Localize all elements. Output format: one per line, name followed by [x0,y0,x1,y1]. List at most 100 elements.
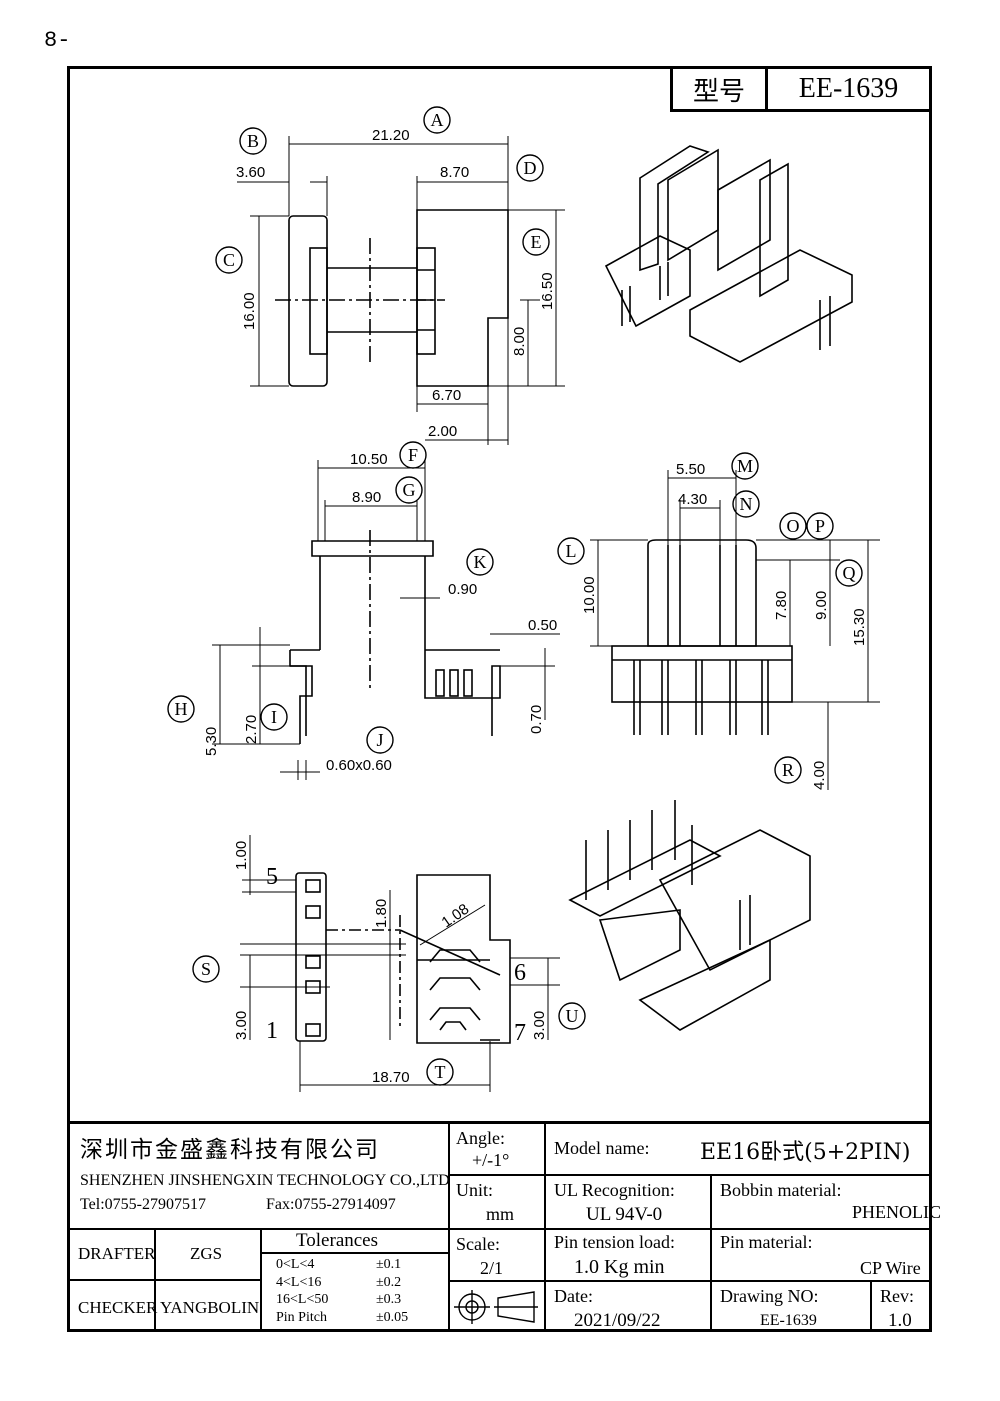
company-tel: Tel:0755-27907517 [80,1196,206,1213]
dim-s4: 3.00 [233,1011,250,1040]
dim-q2: 9.00 [813,591,830,620]
dim-g2: 8.90 [352,489,381,506]
dim-f2: 2.00 [428,423,457,440]
unit-value: mm [486,1204,515,1224]
callout-letter-u: U [566,1006,579,1026]
dim-g1: 10.50 [350,451,388,468]
pin-number-6: 6 [514,960,526,986]
callout-letter-h: H [175,699,188,719]
company-name-en: SHENZHEN JINSHENGXIN TECHNOLOGY CO.,LTD [80,1172,450,1189]
callout-letter-r: R [782,760,794,780]
dim-j: 0.60x0.60 [326,757,392,774]
callout-circle [395,476,423,504]
revision-label: Rev: [880,1286,914,1306]
callout-circle [192,955,220,983]
bobbin-material-label: Bobbin material: [720,1180,842,1200]
scale-value: 2/1 [480,1258,504,1278]
front-view [289,530,501,744]
model-type-box: 型号 EE-1639 [670,66,932,112]
company-fax: Fax:0755-27914097 [266,1196,396,1213]
isometric-view-top [604,145,853,363]
revision-value: 1.0 [888,1310,912,1331]
pin-material-value: CP Wire [860,1258,921,1278]
callout-letter-o: O [787,516,800,536]
pin-material-label: Pin material: [720,1232,813,1252]
title-block: 深圳市金盛鑫科技有限公司 SHENZHEN JINSHENGXIN TECHNO… [67,1121,941,1332]
callout-circle [426,1058,454,1086]
dim-m: 5.50 [676,461,705,478]
callout-circle [167,695,195,723]
divider [710,1174,712,1332]
divider [70,1279,260,1281]
dim-e: 16.50 [539,272,556,310]
tolerance-range: 4<L<16 [276,1274,322,1290]
callout-letter-g: G [403,480,416,500]
tolerance-value: ±0.3 [376,1292,402,1307]
date-value: 2021/09/22 [574,1310,661,1331]
type-value: EE-1639 [798,73,899,104]
dim-e2: 8.00 [511,327,528,356]
callout-letter-s: S [201,959,211,979]
callout-letter-m: M [737,456,753,476]
pin-number-1: 1 [266,1018,278,1044]
dim-l: 10.00 [581,576,598,614]
callout-circle [558,1002,586,1030]
dim-p: 0.50 [528,617,557,634]
callout-letter-e: E [531,232,542,252]
callout-letter-d: D [524,158,537,178]
callout-circle [239,127,267,155]
dim-f1: 6.70 [432,387,461,404]
type-label: 型号 [673,69,768,109]
callout-circle [522,228,550,256]
side-view [611,539,793,735]
callout-letter-f: F [408,445,418,465]
callout-circle [366,726,394,754]
divider [260,1252,448,1254]
callout-circle [774,756,802,784]
model-name-value: EE16卧式(5+2PIN) [700,1140,911,1165]
tolerance-values: ±0.1 ±0.2 ±0.3 ±0.05 [376,1256,408,1326]
tolerance-ranges: 0<L<4 4<L<16 16<L<50 Pin Pitch [276,1256,328,1326]
callout-letter-n: N [740,494,753,514]
dim-t: 18.70 [372,1069,410,1086]
callout-circle [399,441,427,469]
callout-letter-i: I [271,707,277,727]
pin-tension-label: Pin tension load: [554,1232,675,1252]
tolerance-value: ±0.1 [376,1257,402,1272]
dim-i: 2.70 [243,715,260,744]
divider [154,1228,156,1332]
page-number: 8- [44,28,71,53]
model-name-label: Model name: [554,1138,650,1158]
ul-recognition-value: UL 94V-0 [586,1204,663,1225]
dim-d: 8.70 [440,164,469,181]
tolerance-range: 16<L<50 [276,1292,329,1307]
callout-letter-l: L [566,541,577,561]
divider [70,1228,932,1230]
callout-circle [215,246,243,274]
callout-letter-q: Q [843,563,856,583]
drafter-label: DRAFTER [78,1244,156,1263]
isometric-view-bottom [568,800,811,1031]
callout-circle [732,490,760,518]
dim-a: 21.20 [372,127,410,144]
bobbin-material-value: PHENOLIC [852,1202,941,1222]
dim-c: 16.00 [241,292,258,330]
checker-value: YANGBOLIN [160,1298,260,1317]
callout-circle [779,512,807,540]
dim-q1: 7.80 [773,591,790,620]
pin-tension-value: 1.0 Kg min [574,1256,665,1278]
divider [448,1280,932,1282]
scale-label: Scale: [456,1234,500,1254]
callout-letter-c: C [223,250,235,270]
callout-circle [423,106,451,134]
callout-letter-p: P [815,516,825,536]
unit-label: Unit: [456,1180,494,1200]
callout-circle [516,154,544,182]
dim-k: 0.90 [448,581,477,598]
date-label: Date: [554,1286,593,1306]
drafter-value: ZGS [190,1244,223,1263]
pin-number-5: 5 [266,864,278,890]
checker-label: CHECKER [78,1298,158,1317]
top-view [275,209,509,387]
